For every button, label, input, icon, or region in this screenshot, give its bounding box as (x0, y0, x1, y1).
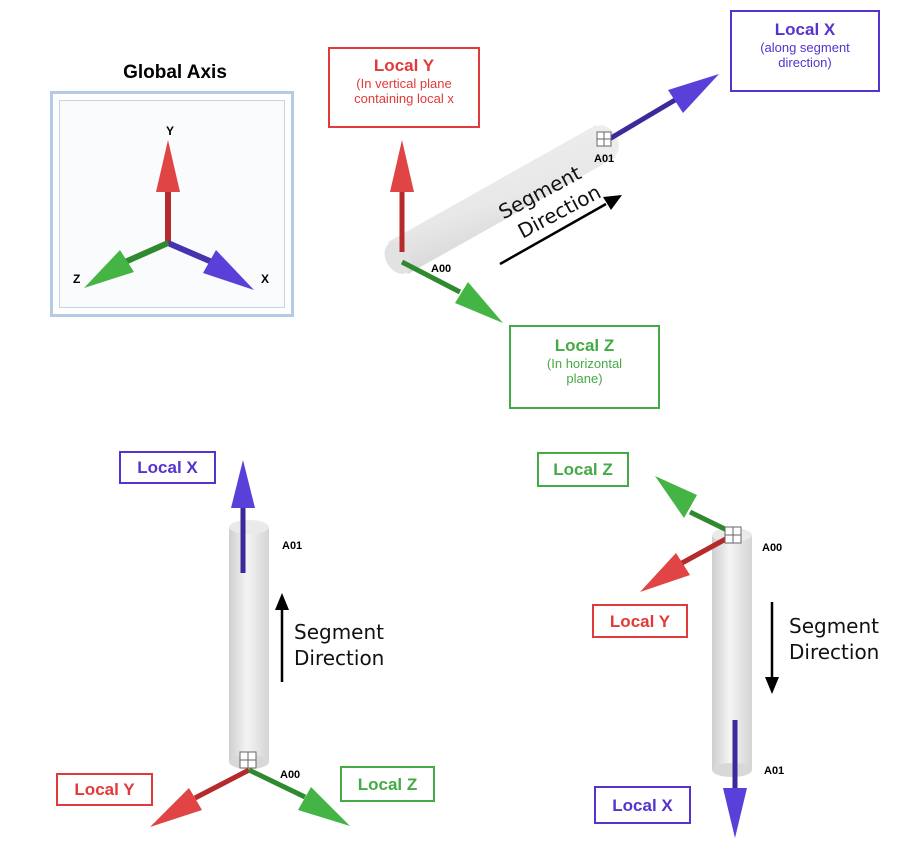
bl-node-top-label: A01 (282, 540, 303, 552)
bl-local-x-title: Local X (137, 458, 198, 477)
tr-local-z-sub2: plane) (566, 371, 603, 386)
tr-node-end-label: A01 (594, 153, 615, 165)
br-local-z-arrow (655, 476, 735, 536)
tr-local-x-sub2: direction) (778, 55, 832, 70)
br-local-z-box: Local Z (537, 452, 629, 487)
tr-local-y-sub1: (In vertical plane (356, 76, 452, 91)
tr-local-z-box: Local Z (In horizontal plane) (509, 325, 660, 409)
br-direction-line2: Direction (789, 640, 880, 664)
bl-local-x-arrow (231, 460, 255, 573)
global-x-label: X (261, 272, 270, 286)
tr-local-x-title: Local X (774, 20, 836, 39)
tr-node-marker (596, 131, 612, 147)
br-node-marker (724, 526, 742, 544)
bl-local-x-box: Local X (119, 451, 216, 484)
bl-direction-line1: Segment (294, 620, 384, 644)
global-axis-title: Global Axis (123, 62, 227, 83)
tr-local-x-sub1: (along segment (760, 40, 850, 55)
tr-node-start-label: A00 (431, 263, 452, 275)
bl-node-marker (239, 751, 257, 769)
tr-local-z-arrow (400, 259, 503, 323)
bl-direction-text: Segment Direction (294, 619, 384, 671)
br-local-y-box: Local Y (592, 604, 688, 638)
br-direction-text: Segment Direction (789, 613, 906, 665)
tr-direction-arrow (499, 195, 622, 266)
br-node-top-label: A00 (762, 542, 783, 554)
bl-local-y-box: Local Y (56, 773, 153, 806)
bl-local-z-box: Local Z (340, 766, 435, 802)
global-x-arrow (166, 240, 254, 290)
br-local-x-arrow (723, 720, 747, 838)
br-local-y-title: Local Y (609, 612, 671, 631)
bl-local-y-title: Local Y (74, 780, 135, 799)
tr-local-x-box: Local X (along segment direction) (730, 10, 880, 92)
br-local-x-box: Local X (594, 786, 691, 824)
segment-vertical-up (229, 520, 269, 769)
bl-direction-line2: Direction (294, 646, 385, 670)
br-direction-line1: Segment (789, 614, 879, 638)
global-y-arrow (156, 140, 180, 243)
tr-local-z-title: Local Z (554, 336, 615, 355)
global-z-label: Z (73, 272, 81, 286)
segment-vertical-down (712, 528, 752, 777)
tr-local-x-arrow (604, 74, 719, 144)
global-axis-viewport (59, 100, 285, 308)
bl-node-bottom-label: A00 (280, 769, 301, 781)
bl-local-z-title: Local Z (357, 775, 418, 794)
tr-local-z-sub1: (In horizontal (546, 356, 623, 371)
global-axis-frame (50, 91, 294, 317)
global-z-arrow (84, 240, 170, 288)
tr-local-y-box: Local Y (In vertical plane containing lo… (328, 47, 480, 128)
global-y-label: Y (166, 124, 175, 138)
bl-local-z-arrow (247, 767, 350, 826)
br-local-z-title: Local Z (553, 460, 613, 479)
tr-local-y-title: Local Y (373, 56, 435, 75)
bl-local-y-arrow (150, 767, 251, 827)
br-direction-arrow (765, 602, 779, 694)
tr-local-y-arrow (390, 140, 414, 252)
bl-direction-arrow (275, 593, 289, 682)
br-node-bottom-label: A01 (764, 765, 785, 777)
br-local-x-title: Local X (612, 796, 673, 815)
tr-local-y-sub2: containing local x (354, 91, 454, 106)
